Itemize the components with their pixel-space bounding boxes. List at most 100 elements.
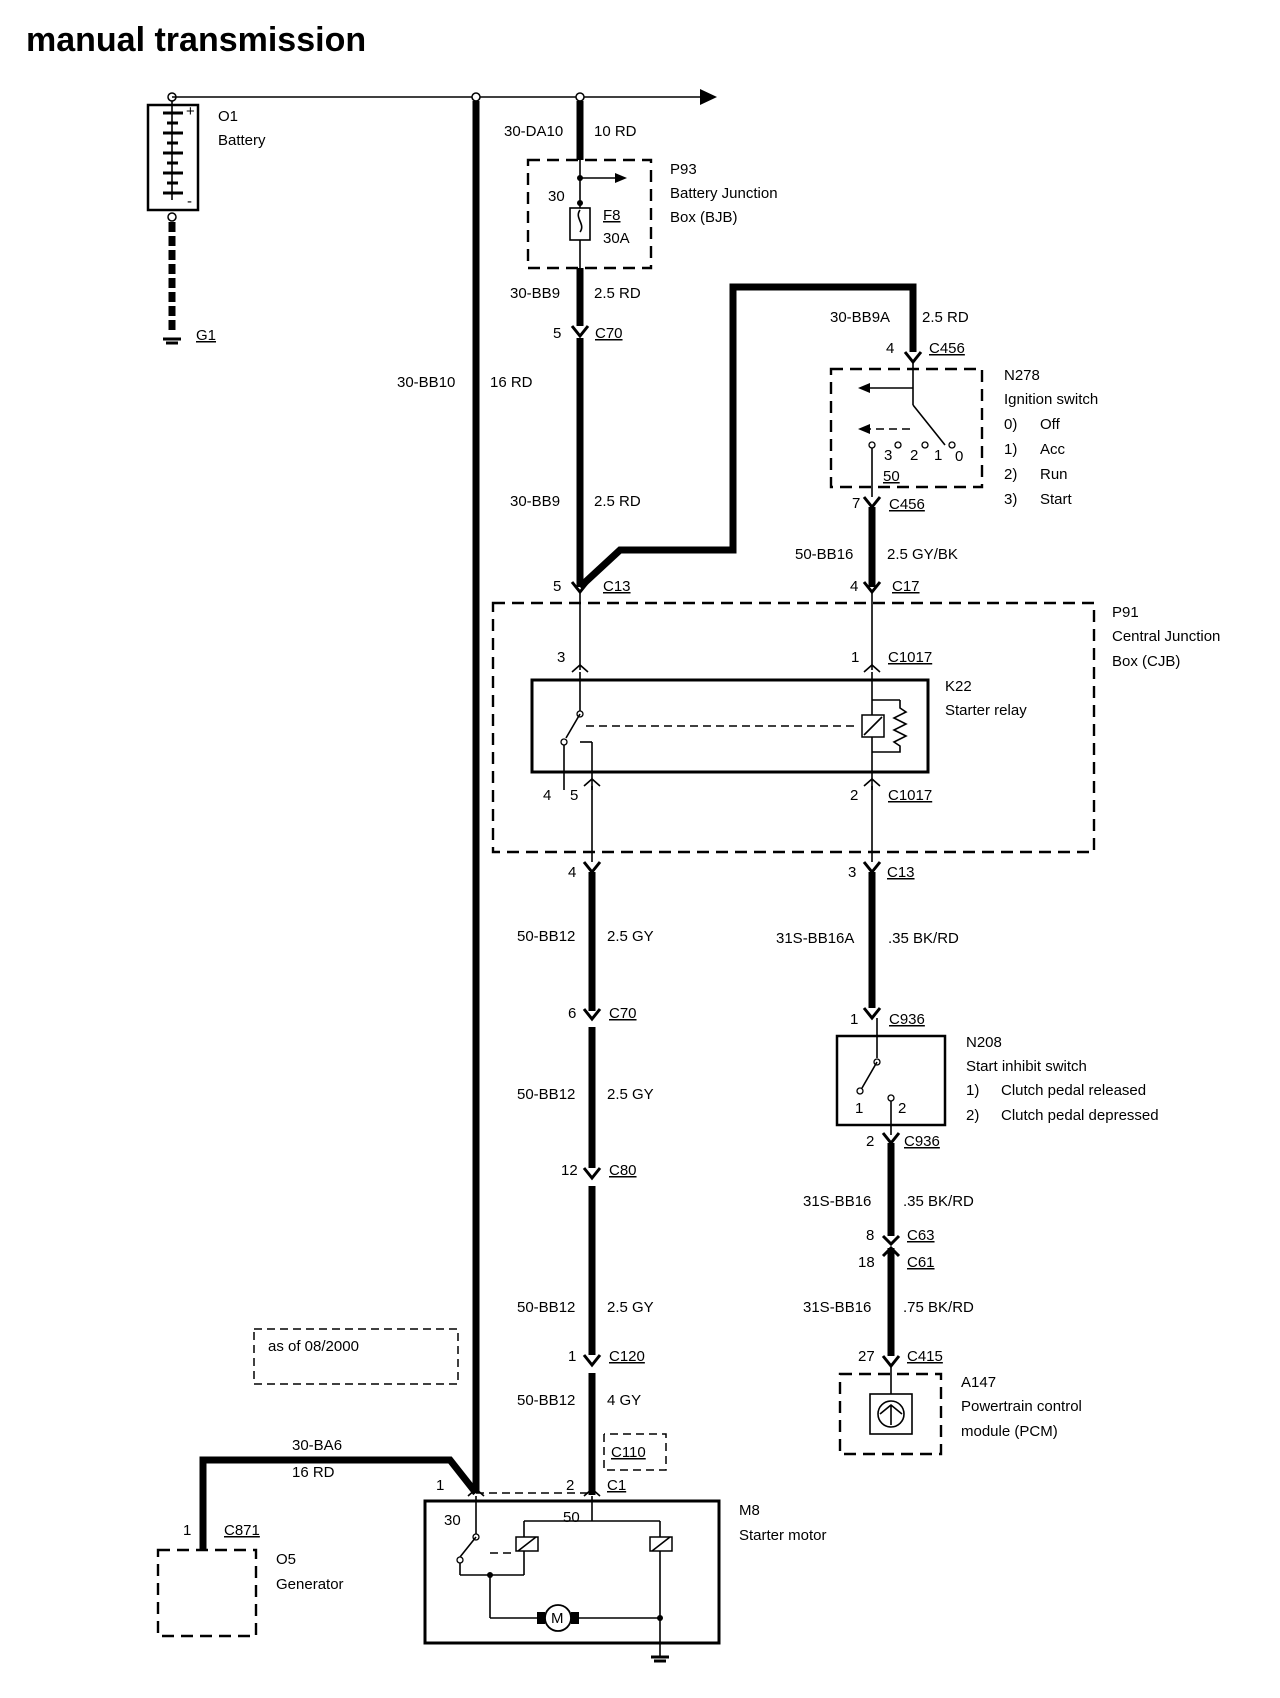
- connector-c1017-bottom-right: [863, 777, 881, 787]
- wire-31s-bb16-b-code: 31S-BB16: [803, 1299, 871, 1316]
- connector-c70-top: [570, 325, 590, 339]
- relay-contact-blade: [565, 713, 581, 739]
- wire-30-da10-code: 30-DA10: [504, 123, 563, 140]
- connector-c1017-bottom-left: [583, 777, 601, 787]
- fuse-f8-symbol: [569, 207, 591, 241]
- fuse-id: F8: [603, 207, 621, 224]
- starter-motor-box: [423, 1499, 721, 1645]
- wire-30-da10-spec: 10 RD: [594, 123, 637, 140]
- connector-c13-bottom: [862, 861, 882, 875]
- ignition-contact-2: 2: [910, 447, 918, 464]
- pcm-id: A147: [961, 1374, 996, 1391]
- wire-50-bb12-d-code: 50-BB12: [517, 1392, 575, 1409]
- connector-c936-bottom-pin: 2: [866, 1133, 874, 1150]
- inhibit-contact-1: 1: [855, 1100, 863, 1117]
- connector-c61-pin: 18: [858, 1254, 875, 1271]
- connector-c17-name: C17: [892, 578, 920, 595]
- connector-c17-pin: 4: [850, 578, 858, 595]
- connector-c63-name: C63: [907, 1227, 935, 1244]
- connector-c415-name: C415: [907, 1348, 943, 1365]
- wire-50-bb12-c-code: 50-BB12: [517, 1299, 575, 1316]
- starter-pin-50: 50: [563, 1509, 580, 1526]
- wire-31s-bb16-a-spec: .35 BK/RD: [903, 1193, 974, 1210]
- ignition-switch-box: [829, 367, 984, 489]
- connector-c70-bottom-pin: 6: [568, 1005, 576, 1022]
- bjb-id: P93: [670, 161, 697, 178]
- connector-c1-right: [583, 1487, 601, 1497]
- relay-name: Starter relay: [945, 702, 1027, 719]
- connector-c1017-top-right: [863, 663, 881, 673]
- pcm-name-line1: Powertrain control: [961, 1398, 1082, 1415]
- pcm-box: [838, 1372, 943, 1456]
- inhibit-contact-2: 2: [898, 1100, 906, 1117]
- connector-c1-pin1: 1: [436, 1477, 444, 1494]
- connector-c1017-top-left: [571, 663, 589, 673]
- wire-50-bb12-d-spec: 4 GY: [607, 1392, 641, 1409]
- inhibit-pos-label-2: Clutch pedal depressed: [1001, 1107, 1159, 1124]
- relay-coil-symbol: [861, 714, 885, 738]
- connector-c80: [582, 1167, 602, 1181]
- inhibit-pos-num-1: 1): [966, 1082, 979, 1099]
- inhibit-name: Start inhibit switch: [966, 1058, 1087, 1075]
- bjb-name-line1: Battery Junction: [670, 185, 778, 202]
- connector-c1017-top-name: C1017: [888, 649, 932, 666]
- ignition-switch-blade: [912, 404, 946, 446]
- ignition-contact-3: 3: [884, 447, 892, 464]
- connector-c110-box: [603, 1433, 667, 1471]
- connector-c1017-bottom-pin2: 2: [850, 787, 858, 804]
- cjb-name-line2: Box (CJB): [1112, 653, 1180, 670]
- battery-symbol: + -: [146, 92, 200, 345]
- connector-c13-bottom-name: C13: [887, 864, 915, 881]
- cjb-box: [491, 601, 1096, 854]
- wire-50-bb16-code: 50-BB16: [795, 546, 853, 563]
- wire-31s-bb16a-spec: .35 BK/RD: [888, 930, 959, 947]
- connector-c80-name: C80: [609, 1162, 637, 1179]
- connector-c70-top-pin: 5: [553, 325, 561, 342]
- connector-c456-bottom-name: C456: [889, 496, 925, 513]
- connector-c456-bottom-pin: 7: [852, 495, 860, 512]
- ground-id: G1: [196, 327, 216, 344]
- connector-c1017-bottom-name: C1017: [888, 787, 932, 804]
- wire-30-ba6-spec: 16 RD: [292, 1464, 335, 1481]
- bjb-branch-arrow: [615, 173, 627, 183]
- relay-resistor-symbol: [872, 700, 908, 753]
- wire-50-bb12-a-spec: 2.5 GY: [607, 928, 654, 945]
- connector-c1017-bottom-pin4: 4: [543, 787, 551, 804]
- bjb-box: [526, 158, 653, 270]
- connector-c1-left: [467, 1487, 485, 1497]
- ignition-pos-label-3: Start: [1040, 491, 1073, 508]
- wire-50-bb12-c-spec: 2.5 GY: [607, 1299, 654, 1316]
- wire-30-bb10-spec: 16 RD: [490, 374, 533, 391]
- note-text: as of 08/2000: [268, 1338, 359, 1355]
- starter-pull-in-coil: [515, 1536, 539, 1552]
- connector-c13-top-name: C13: [603, 578, 631, 595]
- ignition-pos-num-0: 0): [1004, 416, 1017, 433]
- connector-c936-bottom-name: C936: [904, 1133, 940, 1150]
- ignition-pos-label-2: Run: [1040, 466, 1068, 483]
- inhibit-id: N208: [966, 1034, 1002, 1051]
- connector-c1-name: C1: [607, 1477, 626, 1494]
- connector-c13-top-pin: 5: [553, 578, 561, 595]
- ignition-contact-1: 1: [934, 447, 942, 464]
- connector-c1017-top-pin1: 1: [851, 649, 859, 666]
- battery-minus-sign: -: [187, 193, 192, 210]
- ignition-name: Ignition switch: [1004, 391, 1098, 408]
- connector-c415: [881, 1355, 901, 1369]
- starter-name: Starter motor: [739, 1527, 827, 1544]
- wire-31s-bb16-b-spec: .75 BK/RD: [903, 1299, 974, 1316]
- bus-continues-arrow: [700, 89, 717, 105]
- inhibit-switch-blade: [861, 1061, 878, 1089]
- connector-c110-name: C110: [611, 1444, 646, 1461]
- connector-c936-top-name: C936: [889, 1011, 925, 1028]
- connector-c456-top: [903, 351, 923, 365]
- ignition-pos-num-1: 1): [1004, 441, 1017, 458]
- connector-c80-pin: 12: [561, 1162, 578, 1179]
- connector-c70-bottom-name: C70: [609, 1005, 637, 1022]
- connector-c936-top: [862, 1007, 882, 1021]
- ignition-id: N278: [1004, 367, 1040, 384]
- ignition-out-pin: 50: [883, 468, 900, 485]
- wire-30-bb9a: [577, 283, 917, 590]
- wire-31s-bb16-a-code: 31S-BB16: [803, 1193, 871, 1210]
- fuse-rating: 30A: [603, 230, 630, 247]
